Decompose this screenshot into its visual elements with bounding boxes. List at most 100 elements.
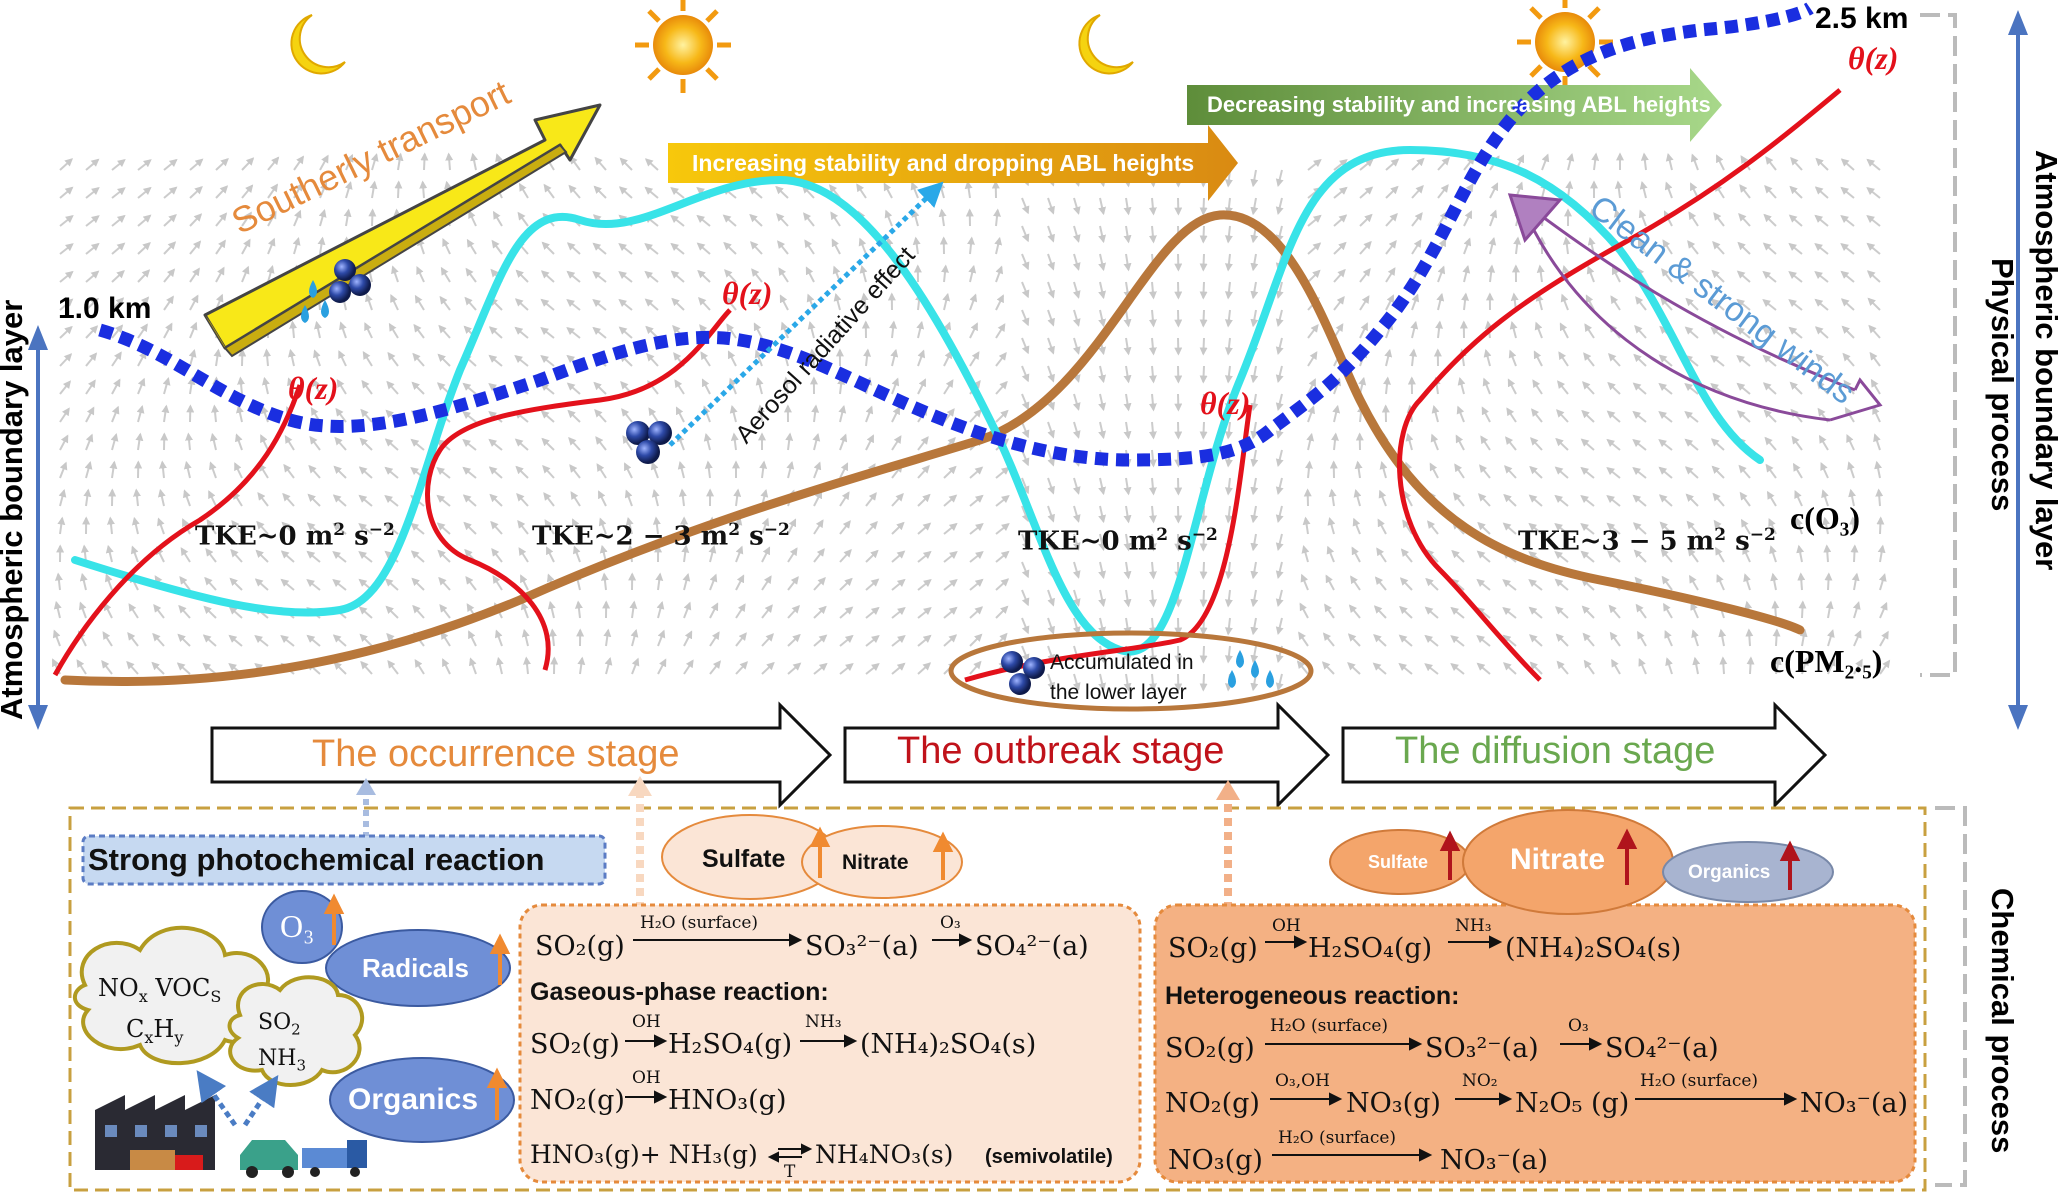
wind-arrow: [657, 658, 667, 675]
eq-left-1a: SO₂(g): [535, 931, 625, 962]
wind-arrow: [1224, 281, 1233, 300]
wind-arrow: [128, 603, 139, 619]
wind-arrow: [964, 180, 973, 199]
wind-arrow: [709, 602, 719, 619]
wind-arrow: [1224, 337, 1233, 356]
wind-arrow: [1853, 629, 1862, 647]
wind-arrow: [1608, 353, 1621, 367]
wind-arrow: [111, 187, 126, 199]
wind-arrow: [1047, 197, 1055, 215]
wind-arrow: [520, 574, 529, 591]
wind-arrow: [1359, 268, 1371, 283]
wind-arrow: [777, 240, 789, 255]
wind-arrow: [1373, 605, 1387, 619]
wind-arrow: [1455, 434, 1465, 451]
wind-arrow: [540, 382, 555, 395]
wind-arrow: [1737, 241, 1751, 255]
wind-arrow: [358, 551, 373, 563]
reaction-arrows-left: [625, 933, 973, 1163]
wind-arrow: [969, 494, 984, 507]
wind-arrow: [759, 460, 768, 479]
wind-arrow: [1072, 617, 1081, 635]
wind-arrow: [1796, 544, 1805, 563]
wind-arrow: [1840, 298, 1855, 311]
wind-arrow: [1489, 182, 1499, 199]
wind-arrow: [1824, 572, 1833, 591]
wind-arrow: [1638, 657, 1647, 675]
wind-arrow: [917, 378, 927, 395]
wind-arrow: [126, 660, 139, 675]
wind-arrow: [1250, 365, 1259, 384]
wind-arrow: [1148, 281, 1157, 300]
wind-arrow: [1476, 578, 1491, 591]
wind-arrow: [308, 464, 321, 479]
wind-arrow: [1275, 449, 1284, 468]
wind-arrow: [1635, 603, 1647, 619]
wind-arrow: [670, 270, 685, 283]
accumulated-line-1: Accumulated in: [1050, 651, 1194, 674]
wind-arrow: [1762, 382, 1777, 395]
wind-arrow: [358, 523, 373, 535]
wind-arrow: [813, 461, 822, 479]
wind-arrow: [1874, 460, 1882, 479]
wind-arrow: [1740, 518, 1751, 535]
wind-arrow: [1736, 355, 1751, 367]
wind-arrow: [1021, 225, 1030, 243]
wind-arrow: [1531, 408, 1543, 423]
wind-arrow: [1842, 352, 1855, 367]
wind-arrow: [1483, 348, 1492, 367]
wind-arrow: [1684, 326, 1699, 339]
wind-arrow: [1123, 477, 1132, 496]
wind-arrow: [1298, 631, 1309, 647]
wind-arrow: [1712, 492, 1725, 507]
wind-arrow: [438, 324, 451, 339]
wind-arrow: [839, 491, 850, 507]
wind-arrow: [1684, 438, 1699, 451]
wind-arrow: [1430, 433, 1439, 451]
wind-arrow: [1359, 295, 1370, 311]
wind-arrow: [489, 493, 503, 507]
wind-arrow: [440, 631, 451, 647]
wind-arrow: [1148, 197, 1157, 216]
wind-arrow: [79, 572, 88, 591]
wind-arrow: [1509, 320, 1518, 339]
wind-arrow: [1488, 236, 1497, 255]
wind-arrow: [865, 521, 878, 535]
wind-arrow: [254, 635, 269, 647]
wind-arrow: [1385, 240, 1397, 255]
wind-arrow: [319, 181, 328, 199]
wind-arrow: [813, 548, 825, 563]
wind-arrow: [312, 378, 321, 395]
wind-arrow: [1450, 606, 1465, 619]
wind-arrow: [1224, 309, 1233, 328]
wind-arrow: [514, 298, 529, 311]
wind-arrow: [1685, 493, 1699, 507]
wind-arrow: [1123, 505, 1132, 524]
wind-arrow: [657, 629, 666, 647]
wind-arrow: [618, 326, 633, 339]
wind-arrow: [466, 238, 477, 255]
wind-arrow: [85, 325, 99, 339]
wind-arrow: [1148, 477, 1157, 496]
wind-arrow: [1450, 635, 1465, 647]
wind-arrow: [362, 351, 373, 367]
wind-arrow: [1275, 589, 1284, 608]
theta-curve-4: [1397, 88, 1842, 682]
wind-arrow: [1710, 326, 1725, 339]
wind-arrow: [1411, 185, 1424, 199]
wind-arrow: [1148, 505, 1157, 524]
clean-winds-arrow: [1507, 193, 1883, 422]
wind-arrow: [59, 461, 68, 479]
wind-arrow: [1773, 656, 1782, 675]
wind-arrow: [1559, 322, 1569, 339]
wind-arrow: [1580, 438, 1595, 451]
wind-arrow: [306, 579, 321, 591]
wind-arrow: [1791, 435, 1803, 451]
aerosol-particles-icon: [301, 259, 371, 323]
wind-arrow: [1797, 572, 1806, 591]
wind-arrow: [803, 212, 815, 227]
wind-arrow: [1868, 324, 1881, 339]
wind-arrow: [1582, 632, 1595, 647]
wind-arrow: [163, 322, 173, 339]
wind-arrow: [813, 605, 827, 619]
